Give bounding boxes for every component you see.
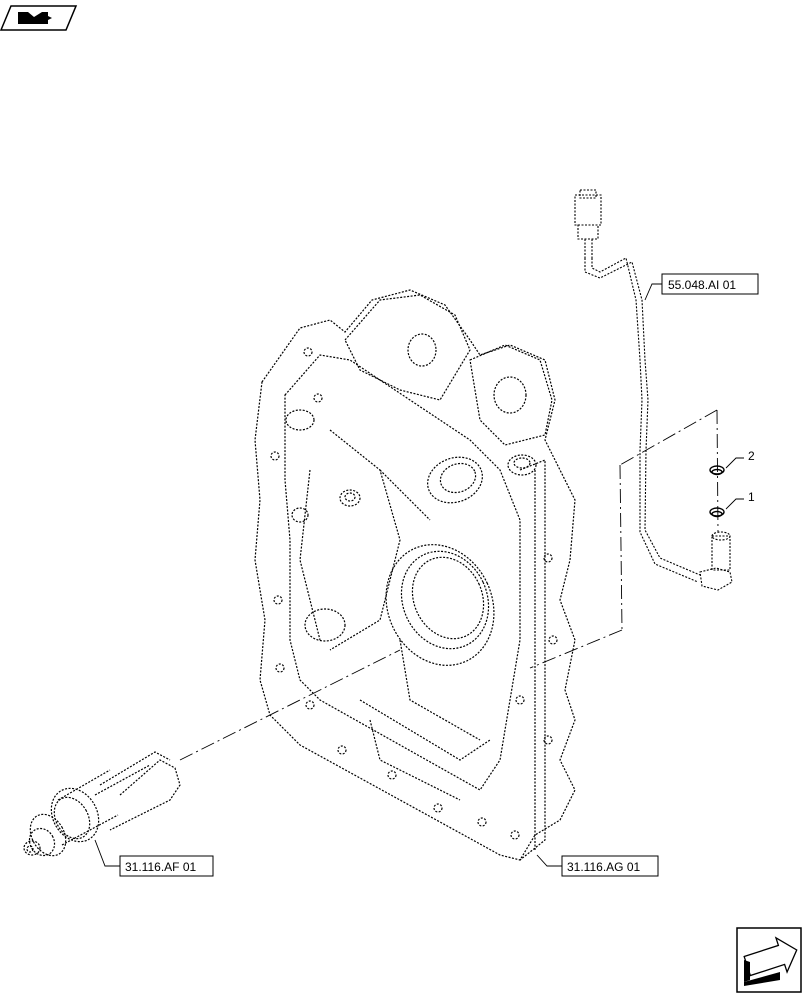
- o-ring-item-1: [709, 507, 725, 518]
- input-shaft: [23, 751, 181, 857]
- callout-item-1: 1: [725, 490, 755, 510]
- reference-label-shaft[interactable]: 31.116.AF 01: [125, 860, 196, 874]
- reference-housing[interactable]: 31.116.AG 01: [536, 854, 659, 877]
- callout-number-1: 1: [748, 490, 755, 504]
- sensor-harness: [574, 189, 733, 591]
- book-arrow-icon[interactable]: [0, 5, 78, 31]
- reference-label-housing[interactable]: 31.116.AG 01: [567, 860, 640, 874]
- o-ring-item-2: [709, 465, 725, 476]
- callout-number-2: 2: [748, 449, 755, 463]
- shaft-centerline: [179, 649, 401, 761]
- next-page-arrow-icon[interactable]: [736, 927, 802, 993]
- reference-harness[interactable]: 55.048.AI 01: [644, 273, 759, 301]
- sensor-axis: [529, 409, 719, 669]
- callout-item-2: 2: [725, 449, 755, 469]
- transmission-housing: [254, 289, 576, 861]
- reference-label-harness[interactable]: 55.048.AI 01: [668, 278, 736, 292]
- reference-shaft[interactable]: 31.116.AF 01: [94, 839, 214, 877]
